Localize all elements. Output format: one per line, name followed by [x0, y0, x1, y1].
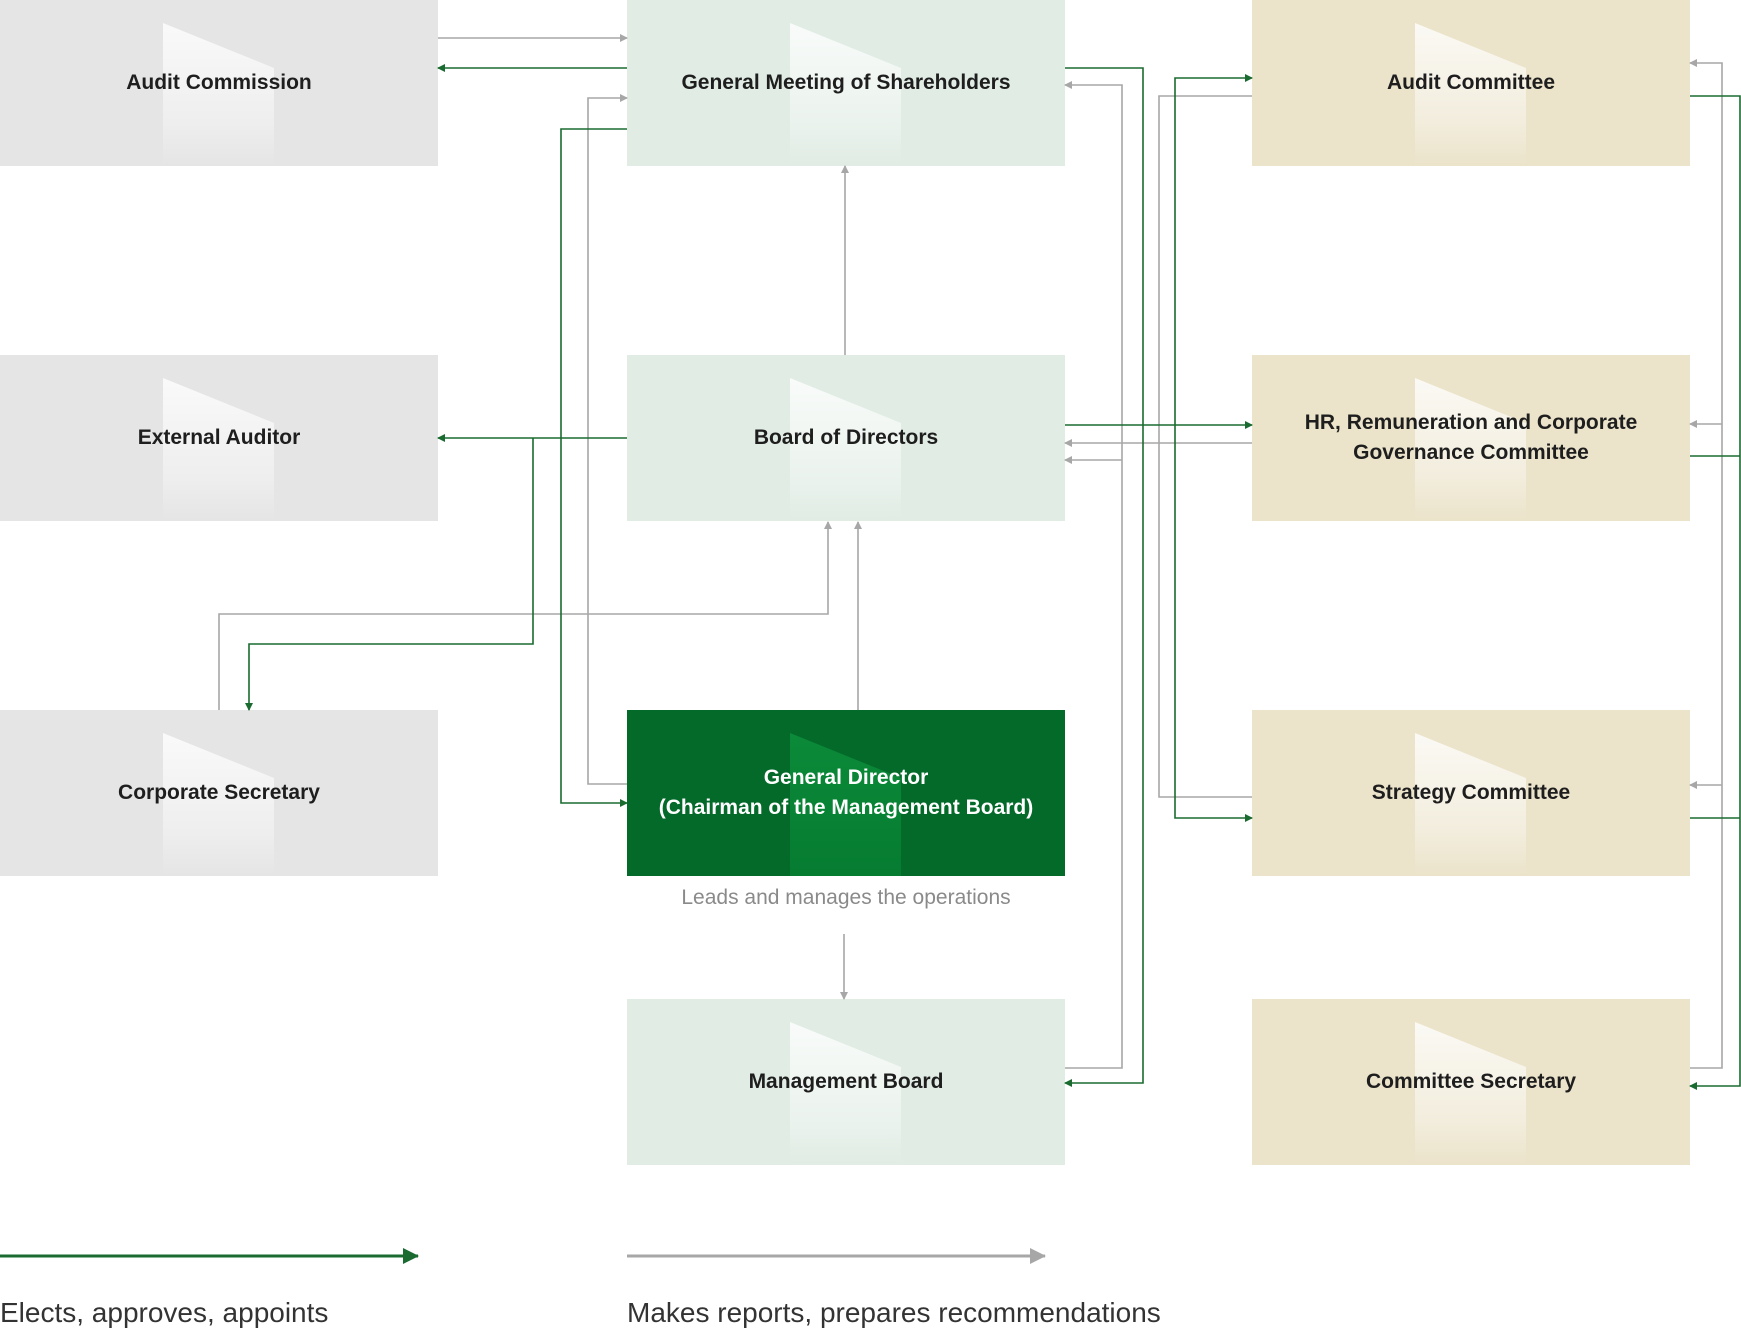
committee-secretary-label: Committee Secretary [1365, 1070, 1577, 1093]
committee-secretary-report-line [1689, 59, 1723, 1069]
external-auditor-box: External Auditor [0, 355, 438, 521]
corporate-secretary-label: Corporate Secretary [118, 781, 320, 804]
audit-committee-label: Audit Committee [1387, 71, 1555, 94]
hr-committee-box: HR, Remuneration and Corporate Governanc… [1252, 355, 1690, 521]
management-board-label: Management Board [748, 1070, 944, 1093]
management-board-box: Management Board [627, 999, 1065, 1165]
meeting-to-management-board-arrow [1064, 67, 1144, 1087]
meeting-to-director-arrow [560, 128, 628, 807]
board-of-directors-label: Board of Directors [753, 426, 939, 449]
committee-secretary-box: Committee Secretary [1252, 999, 1690, 1165]
audit-commission-label: Audit Commission [126, 71, 312, 94]
general-director-note: Leads and manages the operations [681, 886, 1011, 909]
director-to-meeting-arrow [587, 94, 628, 785]
board-to-strategy-committee-arrow [1174, 425, 1253, 822]
legend-reports-text: Makes reports, prepares recommendations [627, 1297, 1161, 1328]
audit-committee-box: Audit Committee [1252, 0, 1690, 166]
hr-committee-label: HR, Remuneration and Corporate Governanc… [1304, 411, 1638, 464]
audit-commission-box: Audit Commission [0, 0, 438, 166]
corporate-secretary-box: Corporate Secretary [0, 710, 438, 876]
legend-elects-text: Elects, approves, appoints [0, 1297, 329, 1328]
external-auditor-label: External Auditor [137, 426, 301, 449]
general-director-box: General Director (Chairman of the Manage… [627, 710, 1065, 876]
corporate-secretary-to-board-arrow [218, 521, 832, 710]
general-meeting-label: General Meeting of Shareholders [681, 71, 1011, 94]
strategy-committee-label: Strategy Committee [1371, 781, 1571, 804]
general-meeting-box: General Meeting of Shareholders [627, 0, 1065, 166]
strategy-committee-box: Strategy Committee [1252, 710, 1690, 876]
board-to-audit-committee-arrow [1174, 74, 1253, 425]
board-of-directors-box: Board of Directors [627, 355, 1065, 521]
audit-committee-to-strategy-line [1158, 95, 1252, 798]
general-director-label: General Director (Chairman of the Manage… [658, 766, 1034, 819]
committees-to-committee-secretary-arrow [1689, 95, 1741, 1090]
management-board-to-meeting-arrow [1064, 81, 1123, 1069]
